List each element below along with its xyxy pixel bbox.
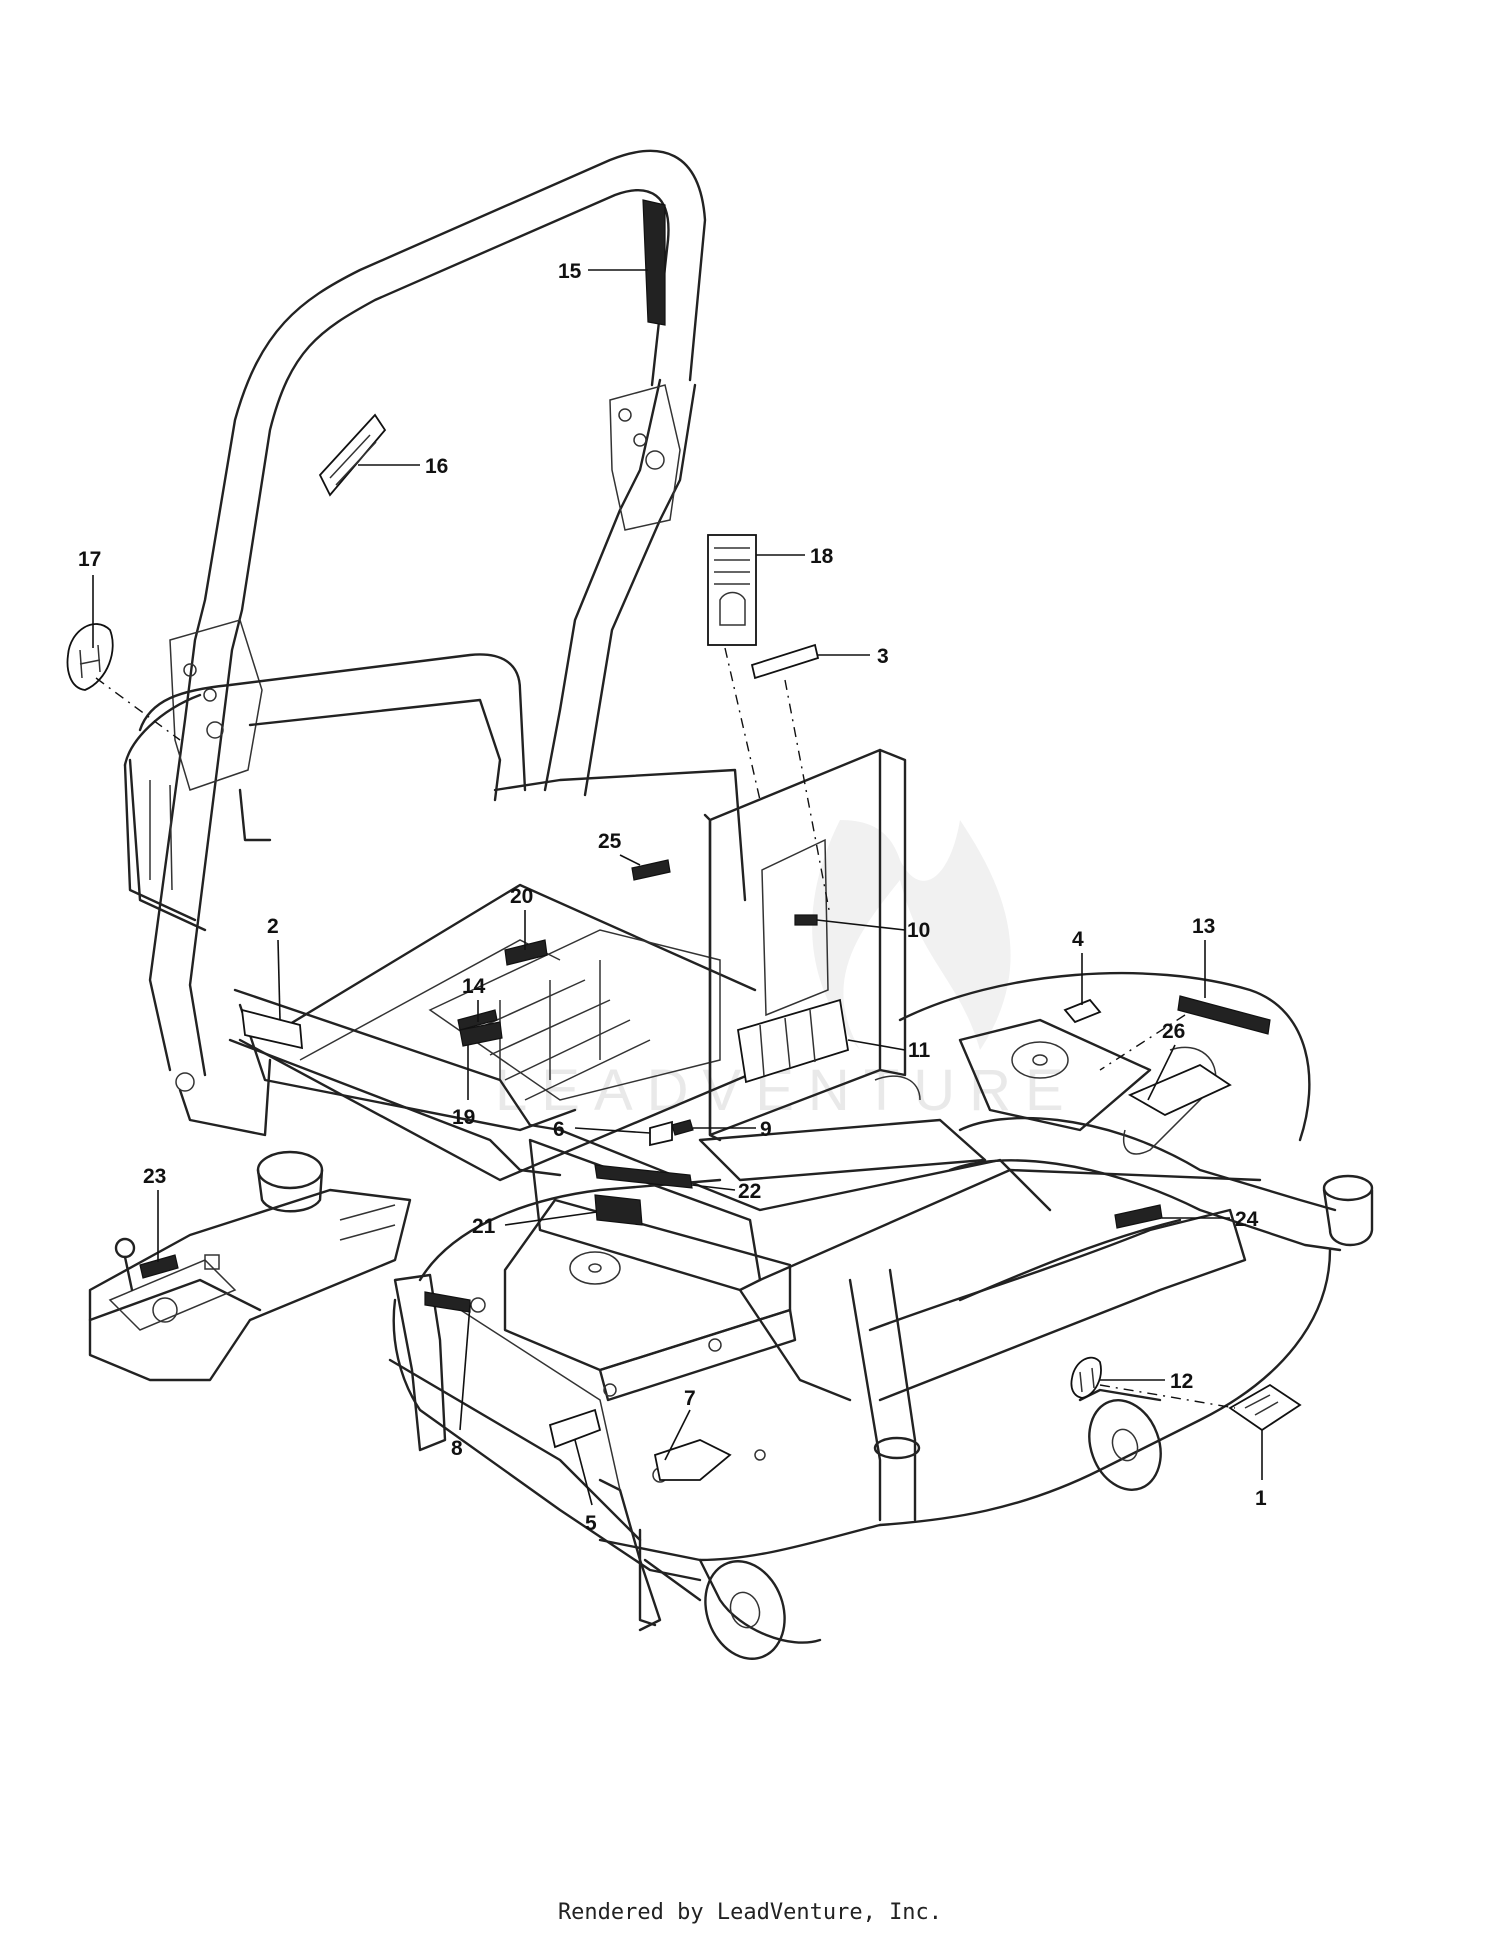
callout-3: 3 (877, 645, 889, 668)
mower-deck (388, 972, 1332, 1582)
callout-12: 12 (1170, 1370, 1193, 1393)
decal-9 (671, 1119, 694, 1136)
decal-22 (594, 1164, 693, 1189)
decal-15 (642, 199, 666, 326)
decal-17-logo-icon (66, 623, 114, 691)
callout-16: 16 (425, 455, 448, 478)
decal-16 (318, 413, 387, 497)
decal-5 (548, 1408, 602, 1449)
decal-12-logo-icon (1070, 1356, 1102, 1399)
decal-25 (631, 859, 671, 881)
callout-21: 21 (472, 1215, 496, 1238)
wheels (638, 1388, 1162, 1660)
decal-24 (1114, 1204, 1163, 1229)
callout-7: 7 (684, 1387, 696, 1410)
decal-18 (707, 534, 757, 646)
decal-26 (1127, 1063, 1232, 1117)
decal-23 (139, 1254, 179, 1279)
footer-credit: Rendered by LeadVenture, Inc. (557, 1900, 943, 1925)
watermark-flame-icon (812, 820, 1011, 1050)
rear-fender (123, 693, 202, 922)
callout-8: 8 (451, 1437, 463, 1460)
decal-6 (649, 1120, 673, 1147)
decal-19 (459, 1021, 503, 1047)
callout-15: 15 (558, 260, 582, 283)
callout-6: 6 (553, 1118, 565, 1141)
deck-front (393, 1273, 766, 1632)
callout-23: 23 (143, 1165, 166, 1188)
decal-7 (653, 1439, 732, 1481)
callout-10: 10 (907, 919, 930, 942)
callout-17: 17 (78, 548, 101, 571)
callout-25: 25 (598, 830, 622, 853)
callout-18: 18 (810, 545, 834, 568)
callout-24: 24 (1235, 1208, 1259, 1231)
seat-frame (128, 653, 762, 1182)
console-panel (698, 748, 987, 1182)
decal-11 (736, 998, 850, 1084)
callout-14: 14 (462, 975, 486, 998)
callouts: 15 16 17 18 3 25 20 10 13 4 2 14 26 11 1… (78, 260, 1267, 1535)
callout-22: 22 (738, 1180, 761, 1203)
decal-21 (594, 1194, 643, 1226)
callout-4: 4 (1072, 928, 1084, 951)
callout-11: 11 (908, 1039, 931, 1062)
decal-13 (1177, 995, 1271, 1035)
decal-3 (750, 643, 820, 680)
callout-26: 26 (1162, 1020, 1185, 1043)
decal-2 (240, 1008, 304, 1050)
callout-9: 9 (760, 1118, 772, 1141)
watermark: LEADVENTURE (495, 820, 1064, 1123)
callout-20: 20 (510, 885, 533, 908)
rops-bar (148, 149, 707, 1137)
decal-8 (424, 1291, 471, 1313)
decal-20 (504, 939, 548, 966)
control-tower (88, 1150, 412, 1382)
main-frame (228, 988, 1374, 1522)
callout-5: 5 (585, 1512, 597, 1535)
callout-19: 19 (452, 1106, 475, 1129)
decal-10 (794, 914, 818, 926)
callout-13: 13 (1192, 915, 1215, 938)
callout-2: 2 (267, 915, 279, 938)
decals (66, 199, 1302, 1481)
leader-lines (92, 269, 1263, 1506)
callout-1: 1 (1255, 1487, 1267, 1510)
decal-1 (1228, 1383, 1302, 1432)
